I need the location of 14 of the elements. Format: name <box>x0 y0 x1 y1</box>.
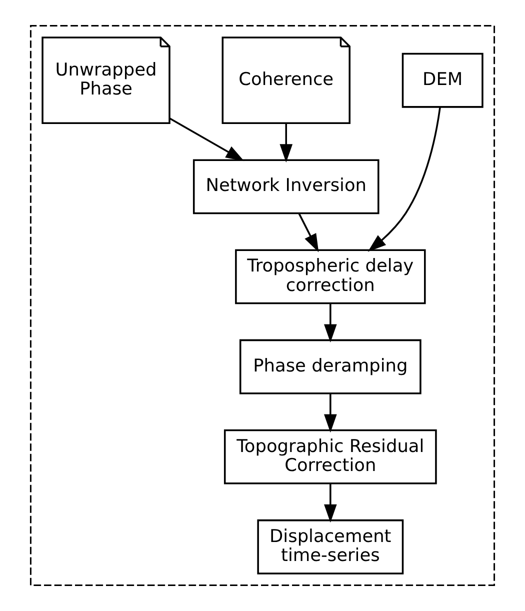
arrow <box>298 212 319 252</box>
node-box: Phase deramping <box>239 339 422 394</box>
node-box: DEM <box>402 52 484 108</box>
arrow <box>169 118 244 162</box>
node-box: Displacement time-series <box>257 519 404 574</box>
arrow <box>324 303 337 343</box>
arrow <box>368 107 441 252</box>
cluster <box>30 25 496 586</box>
node-box: Topographic Residual Correction <box>224 429 437 484</box>
arrow <box>280 123 293 162</box>
node-box: Tropospheric delay correction <box>235 249 426 304</box>
arrow <box>324 484 337 523</box>
node-box: Network Inversion <box>192 159 380 214</box>
arrow <box>324 393 337 433</box>
